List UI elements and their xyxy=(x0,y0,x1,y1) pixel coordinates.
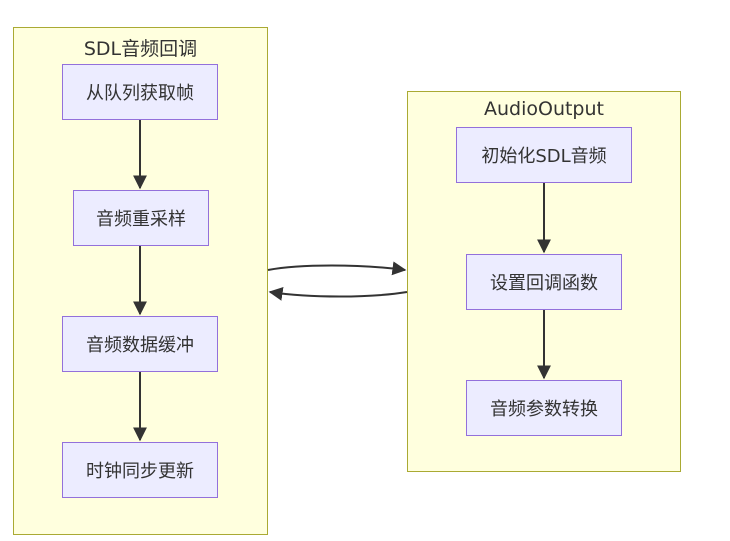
edge-audio-output-to-sdl-callback xyxy=(268,286,408,301)
node-audio-data-buffer[interactable]: 音频数据缓冲 xyxy=(62,316,218,372)
node-fetch-frame-from-queue[interactable]: 从队列获取帧 xyxy=(62,64,218,120)
node-set-callback-function[interactable]: 设置回调函数 xyxy=(466,254,622,310)
node-audio-param-convert[interactable]: 音频参数转换 xyxy=(466,380,622,436)
node-init-sdl-audio[interactable]: 初始化SDL音频 xyxy=(456,127,632,183)
node-audio-resample[interactable]: 音频重采样 xyxy=(73,190,209,246)
cluster-title-sdl-audio-callback: SDL音频回调 xyxy=(83,38,198,60)
edge-sdl-callback-to-audio-output xyxy=(267,261,407,276)
cluster-title-audio-output: AudioOutput xyxy=(483,98,604,120)
node-clock-sync-update[interactable]: 时钟同步更新 xyxy=(62,442,218,498)
